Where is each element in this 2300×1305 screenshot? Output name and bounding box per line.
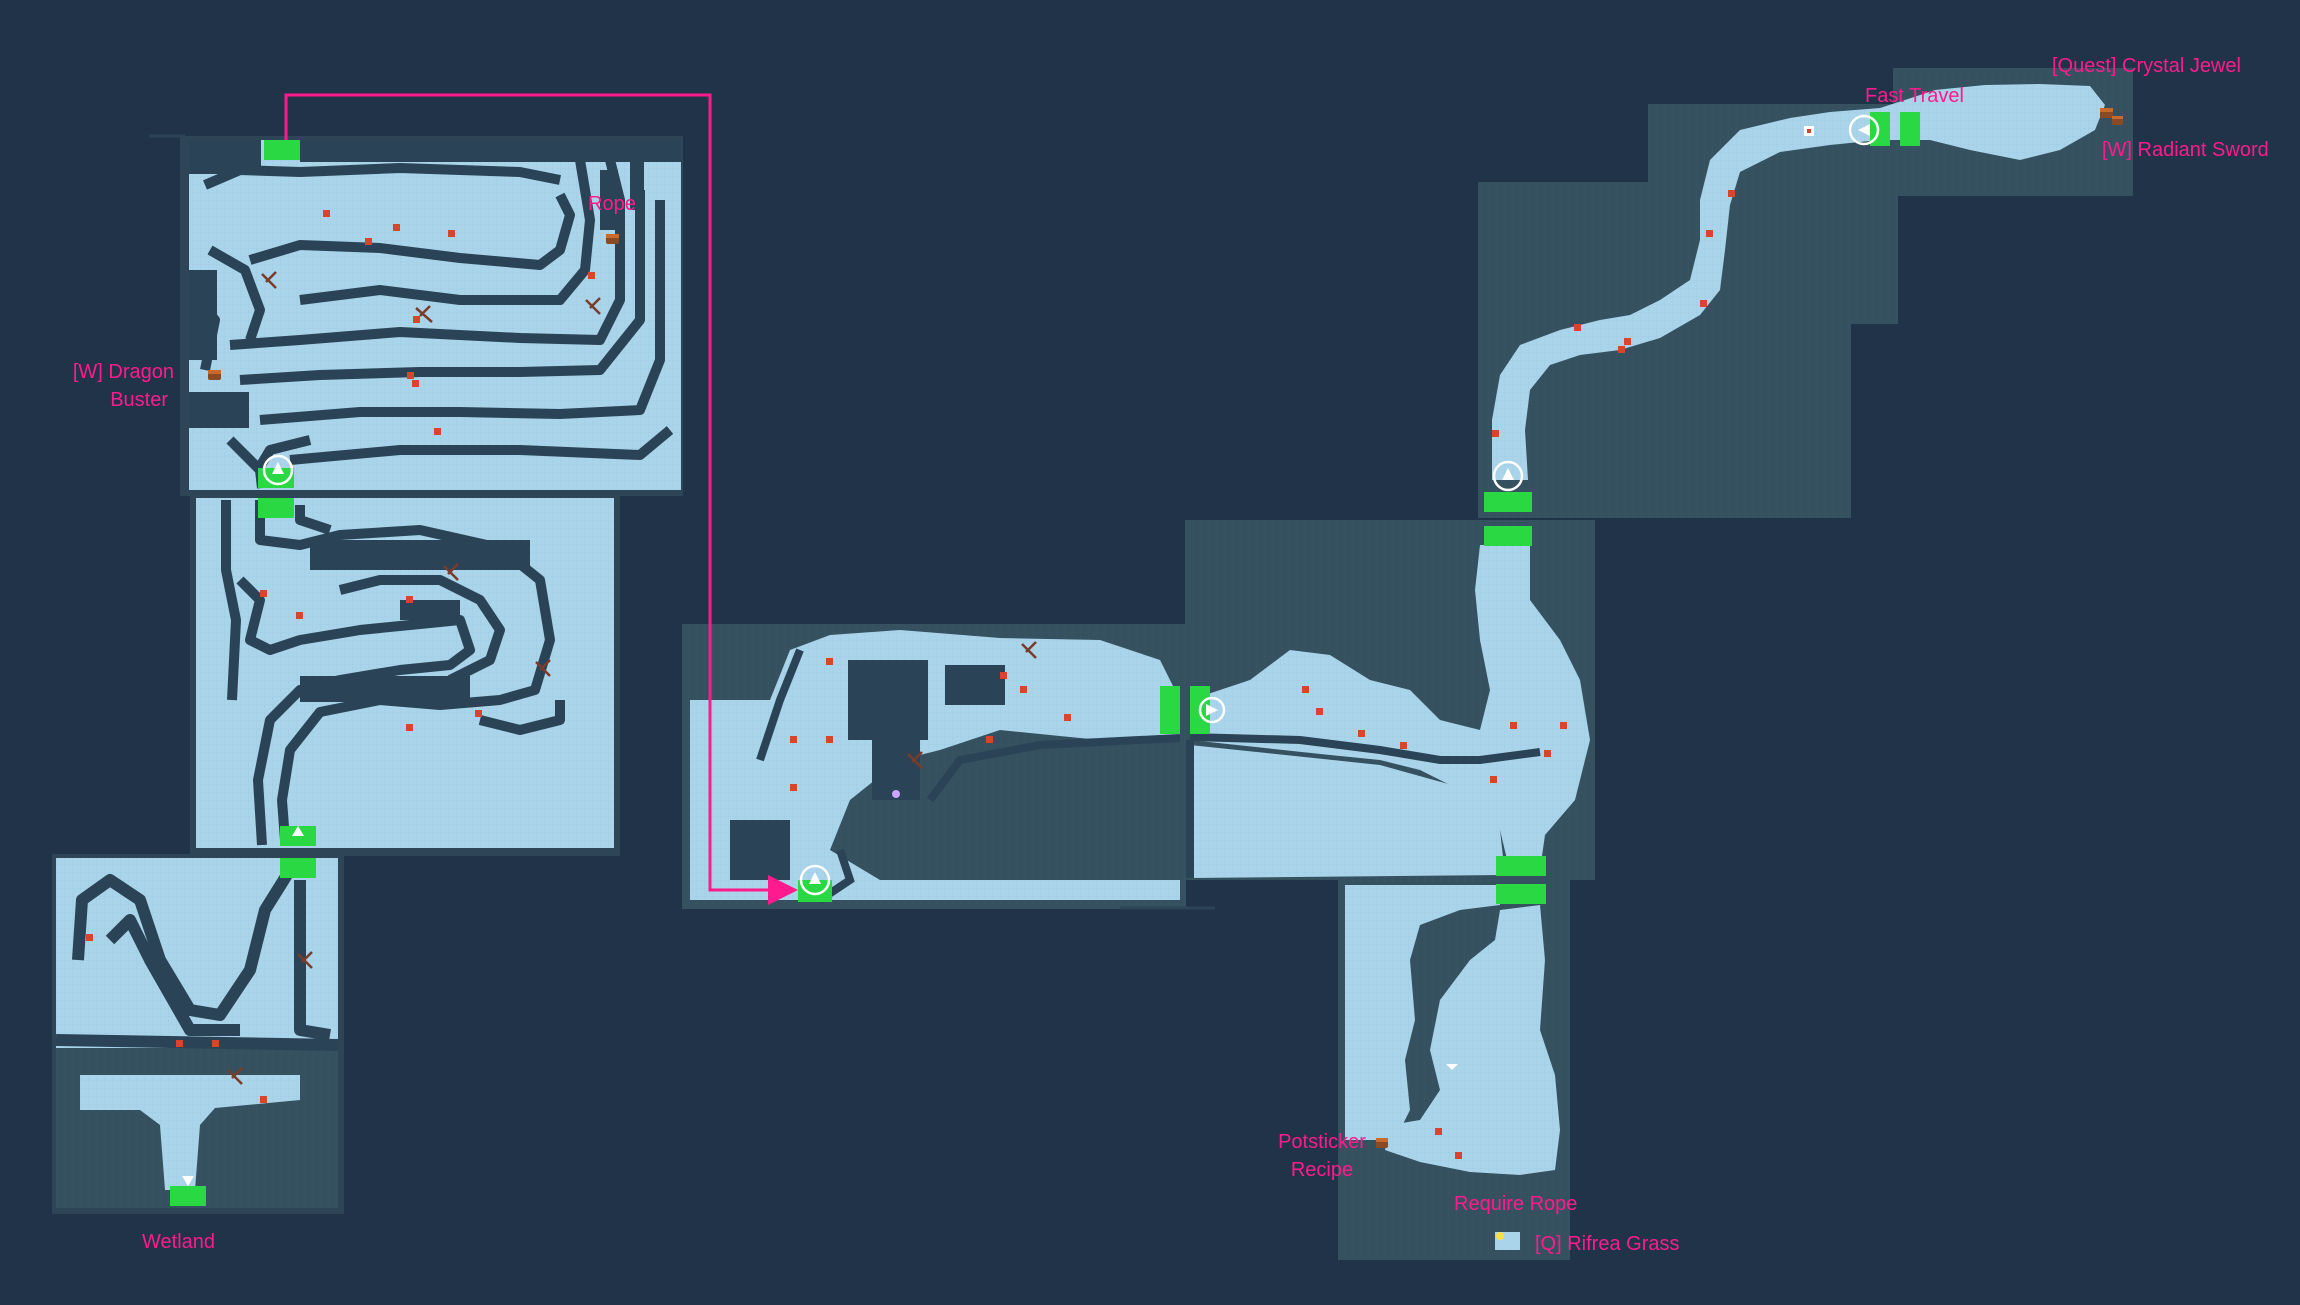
exit-gate-b-top bbox=[258, 498, 294, 518]
label-potsticker-line2: Recipe bbox=[1290, 1159, 1354, 1181]
quest-item-icon bbox=[1496, 1232, 1504, 1240]
exit-gate-c-top bbox=[280, 858, 316, 878]
room-c bbox=[52, 854, 344, 1214]
treasure-chest-icon bbox=[2100, 108, 2113, 118]
route-line bbox=[284, 93, 798, 905]
chests bbox=[208, 108, 2123, 1148]
label-crystal-jewel: [Quest] Crystal Jewel bbox=[2052, 55, 2241, 77]
room-e bbox=[1185, 520, 1595, 880]
save-point-icon bbox=[1848, 114, 1880, 146]
pickaxe-icon bbox=[907, 751, 923, 769]
up-arrow-icon bbox=[292, 826, 304, 836]
save-point-icon bbox=[1198, 696, 1226, 724]
exit-gate-d-bottom bbox=[798, 880, 832, 902]
label-rifrea-grass: [Q] Rifrea Grass bbox=[1535, 1233, 1680, 1255]
exit-gate-e-top bbox=[1484, 526, 1532, 546]
label-potsticker-line1: Potsticker bbox=[1278, 1131, 1366, 1153]
room-c-walls bbox=[55, 866, 339, 1051]
pickaxe-icon bbox=[443, 563, 459, 581]
label-wetland: Wetland bbox=[142, 1231, 216, 1253]
room-b bbox=[190, 494, 620, 856]
pickaxe-icon bbox=[535, 659, 551, 677]
save-point-icon bbox=[262, 454, 294, 486]
enemy-markers bbox=[86, 190, 1735, 1159]
room-g bbox=[1338, 880, 1570, 1260]
exit-gate-d-right bbox=[1160, 686, 1180, 734]
label-dragon-buster-line1: [W] Dragon bbox=[72, 361, 174, 383]
treasure-chest-icon bbox=[208, 370, 221, 380]
exit-gate-e-bottom bbox=[1496, 856, 1546, 876]
exit-gate-c-bottom bbox=[170, 1186, 206, 1206]
pickaxe-icon bbox=[415, 305, 433, 323]
exit-gate-g-top bbox=[1496, 884, 1546, 904]
room-a-rocks bbox=[189, 140, 681, 428]
up-arrow-icon bbox=[182, 1176, 194, 1186]
pickaxe-icon bbox=[261, 271, 277, 289]
label-dragon-buster-line2: Buster bbox=[110, 389, 168, 411]
pickaxes bbox=[227, 271, 1037, 1085]
exit-gate-h-left bbox=[1900, 112, 1920, 146]
room-e-walls bbox=[1186, 733, 1541, 878]
save-points bbox=[262, 114, 1880, 896]
label-rope: Rope bbox=[588, 193, 636, 215]
treasure-chest-icon bbox=[1376, 1138, 1388, 1148]
exit-gate-f-bottom bbox=[1484, 492, 1532, 512]
pickaxe-icon bbox=[297, 951, 313, 969]
pickaxe-icon bbox=[227, 1067, 243, 1085]
label-require-rope: Require Rope bbox=[1454, 1193, 1578, 1215]
room-a bbox=[180, 136, 683, 496]
down-arrow-icon bbox=[1446, 1064, 1458, 1070]
quest-item-marker bbox=[892, 126, 1814, 1240]
room-f bbox=[1478, 68, 2133, 518]
save-point-icon bbox=[1492, 460, 1524, 492]
treasure-chest-icon bbox=[606, 234, 619, 244]
room-d bbox=[682, 624, 1186, 909]
treasure-chest-icon bbox=[2112, 116, 2123, 125]
label-radiant-sword: [W] Radiant Sword bbox=[2102, 139, 2269, 161]
pickaxe-icon bbox=[1021, 641, 1037, 659]
room-b-rocks bbox=[300, 540, 530, 702]
pickaxe-icon bbox=[585, 297, 601, 315]
label-fast-travel: Fast Travel bbox=[1865, 85, 1964, 107]
room-d-rocks bbox=[730, 660, 1005, 880]
exit-gate-a-top bbox=[264, 140, 300, 160]
save-point-icon bbox=[799, 864, 831, 896]
crystal-icon bbox=[892, 790, 900, 798]
arrow-markers bbox=[182, 826, 1458, 1186]
